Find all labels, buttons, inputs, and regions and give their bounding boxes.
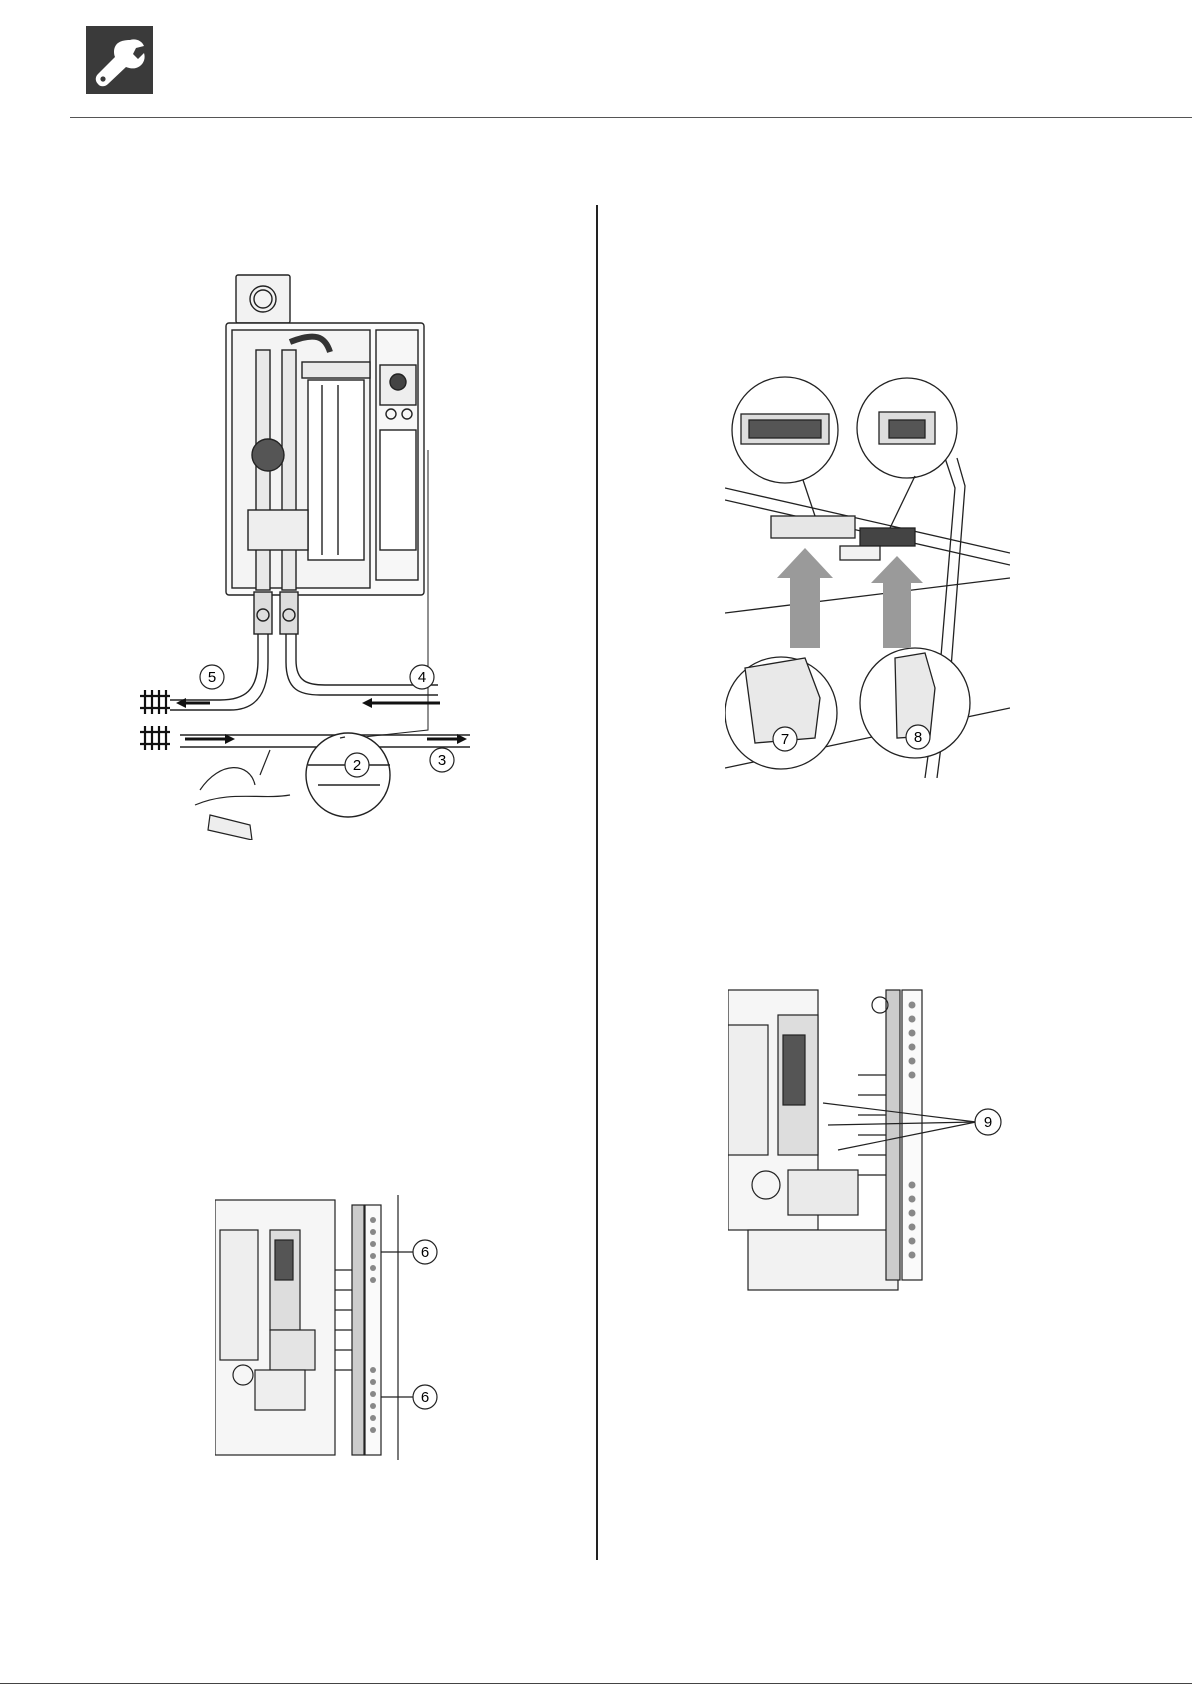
header-rule [70,117,1192,118]
column-divider [596,205,598,1560]
callout-7: 7 [781,731,789,748]
callout-8: 8 [914,729,922,746]
installation-figure: 5 4 2 3 [140,270,480,840]
wrench-icon-tile [86,26,153,94]
callout-9: 9 [984,1114,992,1131]
callout-4: 4 [418,669,426,686]
callout-6-lower: 6 [421,1389,429,1406]
callout-3: 3 [438,752,446,769]
callout-5: 5 [208,669,216,686]
terminal-connections-figure: 9 [728,985,1013,1295]
callout-2: 2 [353,757,361,774]
plug-connectors-figure: 7 8 [725,368,1010,778]
footer-rule [0,1683,1192,1684]
wrench-icon [86,26,153,94]
terminal-strips-figure: 6 6 [215,1190,445,1465]
callout-6-upper: 6 [421,1244,429,1261]
